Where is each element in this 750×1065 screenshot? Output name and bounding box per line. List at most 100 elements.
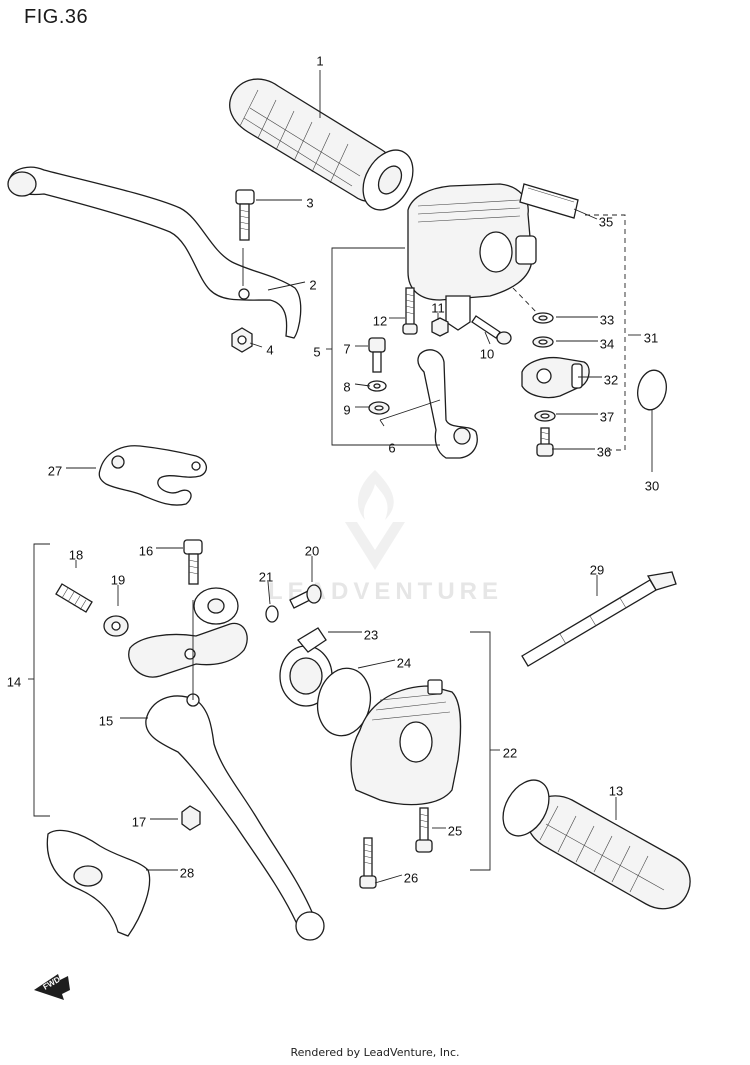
callout-label: 7 <box>343 341 350 356</box>
part-washer-33 <box>532 312 554 324</box>
callout-label: 31 <box>644 330 658 345</box>
part-washer-34 <box>532 336 554 348</box>
callout-26: 26 <box>374 870 418 885</box>
part-diaphragm-plate-32 <box>521 356 590 399</box>
callout-label: 37 <box>600 409 614 424</box>
callout-leader-line <box>267 581 271 605</box>
part-washer-21 <box>265 605 279 623</box>
callout-15: 15 <box>99 713 148 728</box>
callout-label: 20 <box>305 543 319 558</box>
callout-label: 4 <box>266 342 273 357</box>
callout-label: 10 <box>480 346 494 361</box>
callout-33: 33 <box>556 312 614 327</box>
callout-label: 5 <box>313 344 320 359</box>
callout-label: 36 <box>597 444 611 459</box>
callout-label: 21 <box>259 569 273 584</box>
callout-leader-line <box>357 659 396 669</box>
callout-label: 8 <box>343 379 350 394</box>
figure-title: FIG.36 <box>24 6 89 28</box>
callout-16: 16 <box>139 543 183 558</box>
part-master-cylinder <box>407 183 537 331</box>
part-cap-label-35 <box>519 183 579 219</box>
callout-12: 12 <box>373 313 405 328</box>
part-screw-20 <box>289 584 322 609</box>
exploded-parts-diagram: FWD 123456789101112131415161718192021222… <box>7 53 691 1000</box>
part-washer-8 <box>367 380 387 392</box>
bracket-group-14 <box>33 543 50 817</box>
callout-label: 27 <box>48 463 62 478</box>
callout-13: 13 <box>609 783 623 820</box>
part-bolt-7 <box>368 337 386 373</box>
callout-label: 18 <box>69 547 83 562</box>
callout-leader-line <box>267 281 306 291</box>
callout-label: 12 <box>373 313 387 328</box>
part-lever-cover-28 <box>46 829 151 937</box>
callout-34: 34 <box>556 336 614 351</box>
part-washer-37 <box>534 410 556 422</box>
callout-label: 22 <box>503 745 517 760</box>
callout-label: 2 <box>309 277 316 292</box>
callout-leader-line <box>374 874 403 884</box>
callout-22: 22 <box>490 745 517 760</box>
bracket-group-5 <box>331 247 405 446</box>
callout-label: 29 <box>590 562 604 577</box>
callout-label: 35 <box>599 214 613 229</box>
callout-leader-line <box>573 208 598 220</box>
part-nut-11 <box>431 317 449 337</box>
callout-29: 29 <box>590 562 604 596</box>
callout-37: 37 <box>556 409 614 424</box>
callout-10: 10 <box>480 331 494 361</box>
callout-leader-line <box>354 383 371 387</box>
callout-20: 20 <box>305 543 319 582</box>
callout-label: 11 <box>431 300 445 315</box>
part-locknut-19 <box>103 615 129 637</box>
part-brake-lever-front <box>7 166 302 339</box>
part-pivot-bolt-3 <box>235 189 255 241</box>
part-grip-left-13 <box>502 779 691 910</box>
callout-4: 4 <box>249 342 274 357</box>
part-brake-switch-6 <box>379 349 478 459</box>
callout-label: 17 <box>132 814 146 829</box>
callout-label: 13 <box>609 783 623 798</box>
callout-5: 5 <box>313 344 332 359</box>
part-screw-25 <box>415 807 433 853</box>
callout-label: 34 <box>600 336 614 351</box>
callout-6: 6 <box>388 440 440 455</box>
callout-31: 31 <box>628 330 658 345</box>
callout-label: 30 <box>645 478 659 493</box>
callout-label: 15 <box>99 713 113 728</box>
callout-14: 14 <box>7 674 34 689</box>
part-switch-housing-22 <box>350 679 462 806</box>
guide-line-30 <box>585 214 626 451</box>
part-screw-36 <box>536 427 554 457</box>
callout-label: 14 <box>7 674 21 689</box>
guide-line-31 <box>512 287 541 317</box>
callout-label: 28 <box>180 865 194 880</box>
callout-25: 25 <box>432 823 462 838</box>
part-screw-26 <box>359 837 377 889</box>
callout-32: 32 <box>578 372 618 387</box>
callout-27: 27 <box>48 463 96 478</box>
callout-3: 3 <box>256 195 314 210</box>
callout-label: 25 <box>448 823 462 838</box>
callout-11: 11 <box>431 300 445 320</box>
callout-7: 7 <box>343 341 368 356</box>
callout-2: 2 <box>267 277 317 292</box>
callout-label: 26 <box>404 870 418 885</box>
part-washer-9 <box>368 401 390 415</box>
direction-marker-fwd: FWD <box>34 974 70 1000</box>
part-throttle-pulley-23 <box>279 627 333 707</box>
footer-credit: Rendered by LeadVenture, Inc. <box>290 1046 460 1059</box>
callout-leader-line <box>484 331 491 345</box>
callout-28: 28 <box>146 865 194 880</box>
part-bracket-27 <box>98 445 207 506</box>
callout-label: 32 <box>604 372 618 387</box>
callout-label: 6 <box>388 440 395 455</box>
part-bolt-12 <box>402 287 418 335</box>
part-ring-24 <box>316 667 372 737</box>
callout-label: 33 <box>600 312 614 327</box>
callout-35: 35 <box>573 208 613 229</box>
arrow-icon <box>34 974 70 1000</box>
callout-36: 36 <box>552 444 611 459</box>
